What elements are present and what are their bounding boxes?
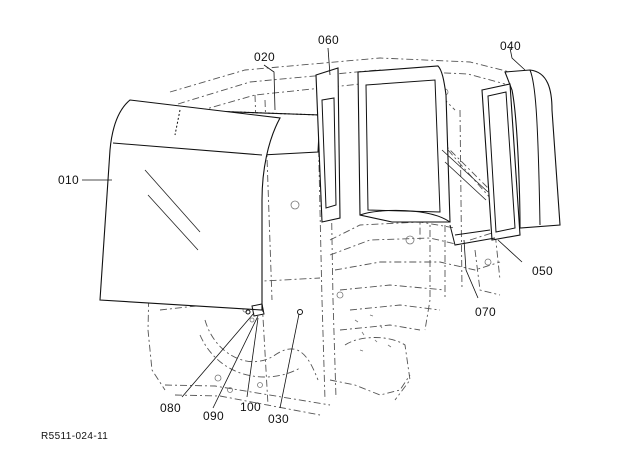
callout-010: 010 xyxy=(58,173,79,187)
callout-040: 040 xyxy=(500,39,521,53)
hardware-fasteners xyxy=(245,303,303,317)
callout-100: 100 xyxy=(240,400,261,414)
callout-070: 070 xyxy=(475,305,496,319)
leader-lines xyxy=(82,47,526,409)
callout-020: 020 xyxy=(254,50,275,64)
callout-030: 030 xyxy=(268,412,289,426)
callout-060: 060 xyxy=(318,33,339,47)
part-060-side-glass xyxy=(315,65,489,223)
figure-code: R5511-024-11 xyxy=(41,431,109,442)
part-010-front-glass xyxy=(99,99,281,311)
callout-080: 080 xyxy=(160,401,181,415)
callout-090: 090 xyxy=(203,409,224,423)
part-070-seal xyxy=(449,224,496,246)
callout-050: 050 xyxy=(532,264,553,278)
part-050-quarter-glass xyxy=(481,83,521,241)
